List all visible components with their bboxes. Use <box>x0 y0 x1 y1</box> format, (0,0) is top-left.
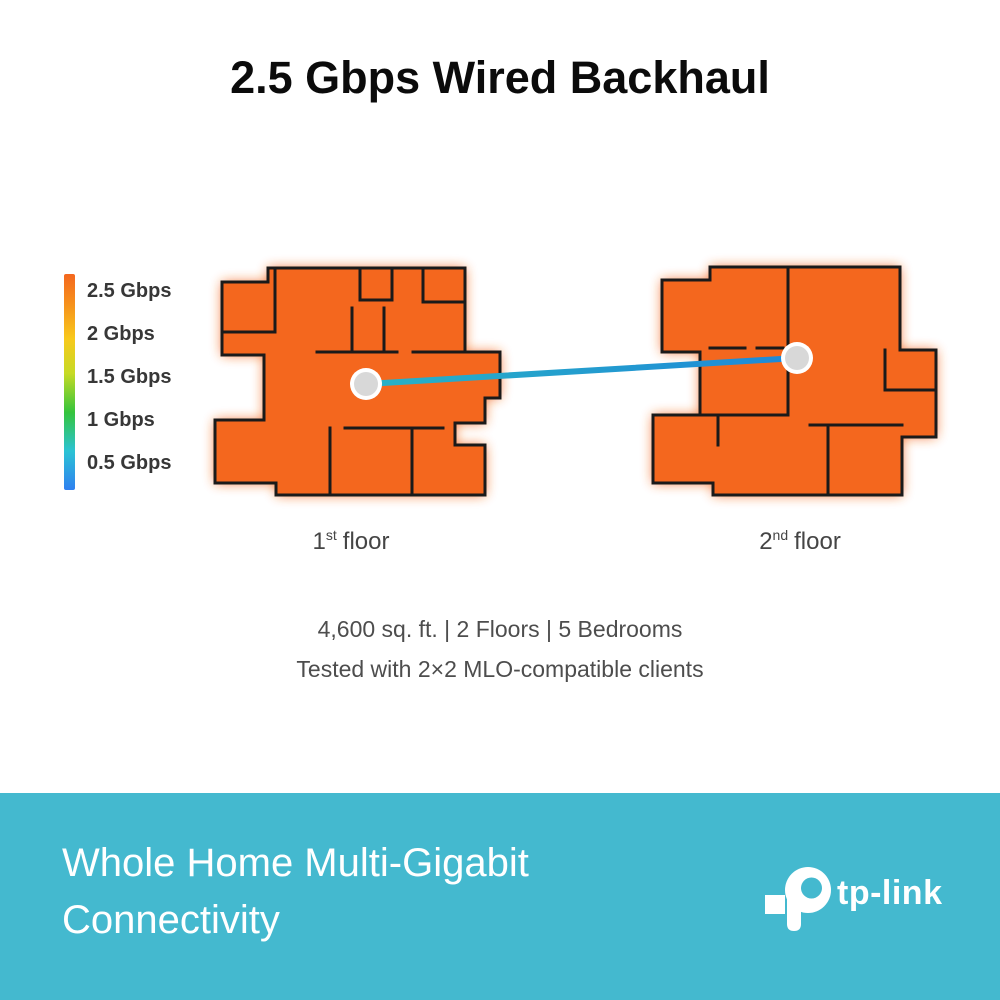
banner: Whole Home Multi-Gigabit Connectivity tp… <box>0 793 1000 1000</box>
page-title: 2.5 Gbps Wired Backhaul <box>230 52 770 103</box>
legend-label: 0.5 Gbps <box>87 452 172 474</box>
home-specs-caption: 4,600 sq. ft. | 2 Floors | 5 Bedrooms <box>317 616 683 642</box>
legend-label: 1.5 Gbps <box>87 366 172 388</box>
floorplan-scene <box>213 265 938 497</box>
floorplan-second-floor <box>651 265 938 497</box>
legend-label: 2.5 Gbps <box>87 280 172 302</box>
tp-link-icon <box>765 867 831 931</box>
legend-label: 1 Gbps <box>87 409 155 431</box>
tp-link-logo: tp-link <box>765 867 942 931</box>
mesh-node-icon <box>350 368 382 400</box>
legend-label: 2 Gbps <box>87 323 155 345</box>
legend: 2.5 Gbps 2 Gbps 1.5 Gbps 1 Gbps 0.5 Gbps <box>87 270 171 485</box>
test-conditions: 4,600 sq. ft. | 2 Floors | 5 Bedrooms Te… <box>0 609 1000 689</box>
mesh-node-icon <box>781 342 813 374</box>
client-test-caption: Tested with 2×2 MLO-compatible clients <box>296 656 704 682</box>
banner-heading: Whole Home Multi-Gigabit Connectivity <box>62 841 529 942</box>
legend-gradient-bar <box>64 274 75 490</box>
interior-walls <box>220 266 467 497</box>
interior-walls <box>698 265 938 497</box>
backhaul-line <box>363 355 800 387</box>
tp-link-wordmark: tp-link <box>837 874 942 912</box>
